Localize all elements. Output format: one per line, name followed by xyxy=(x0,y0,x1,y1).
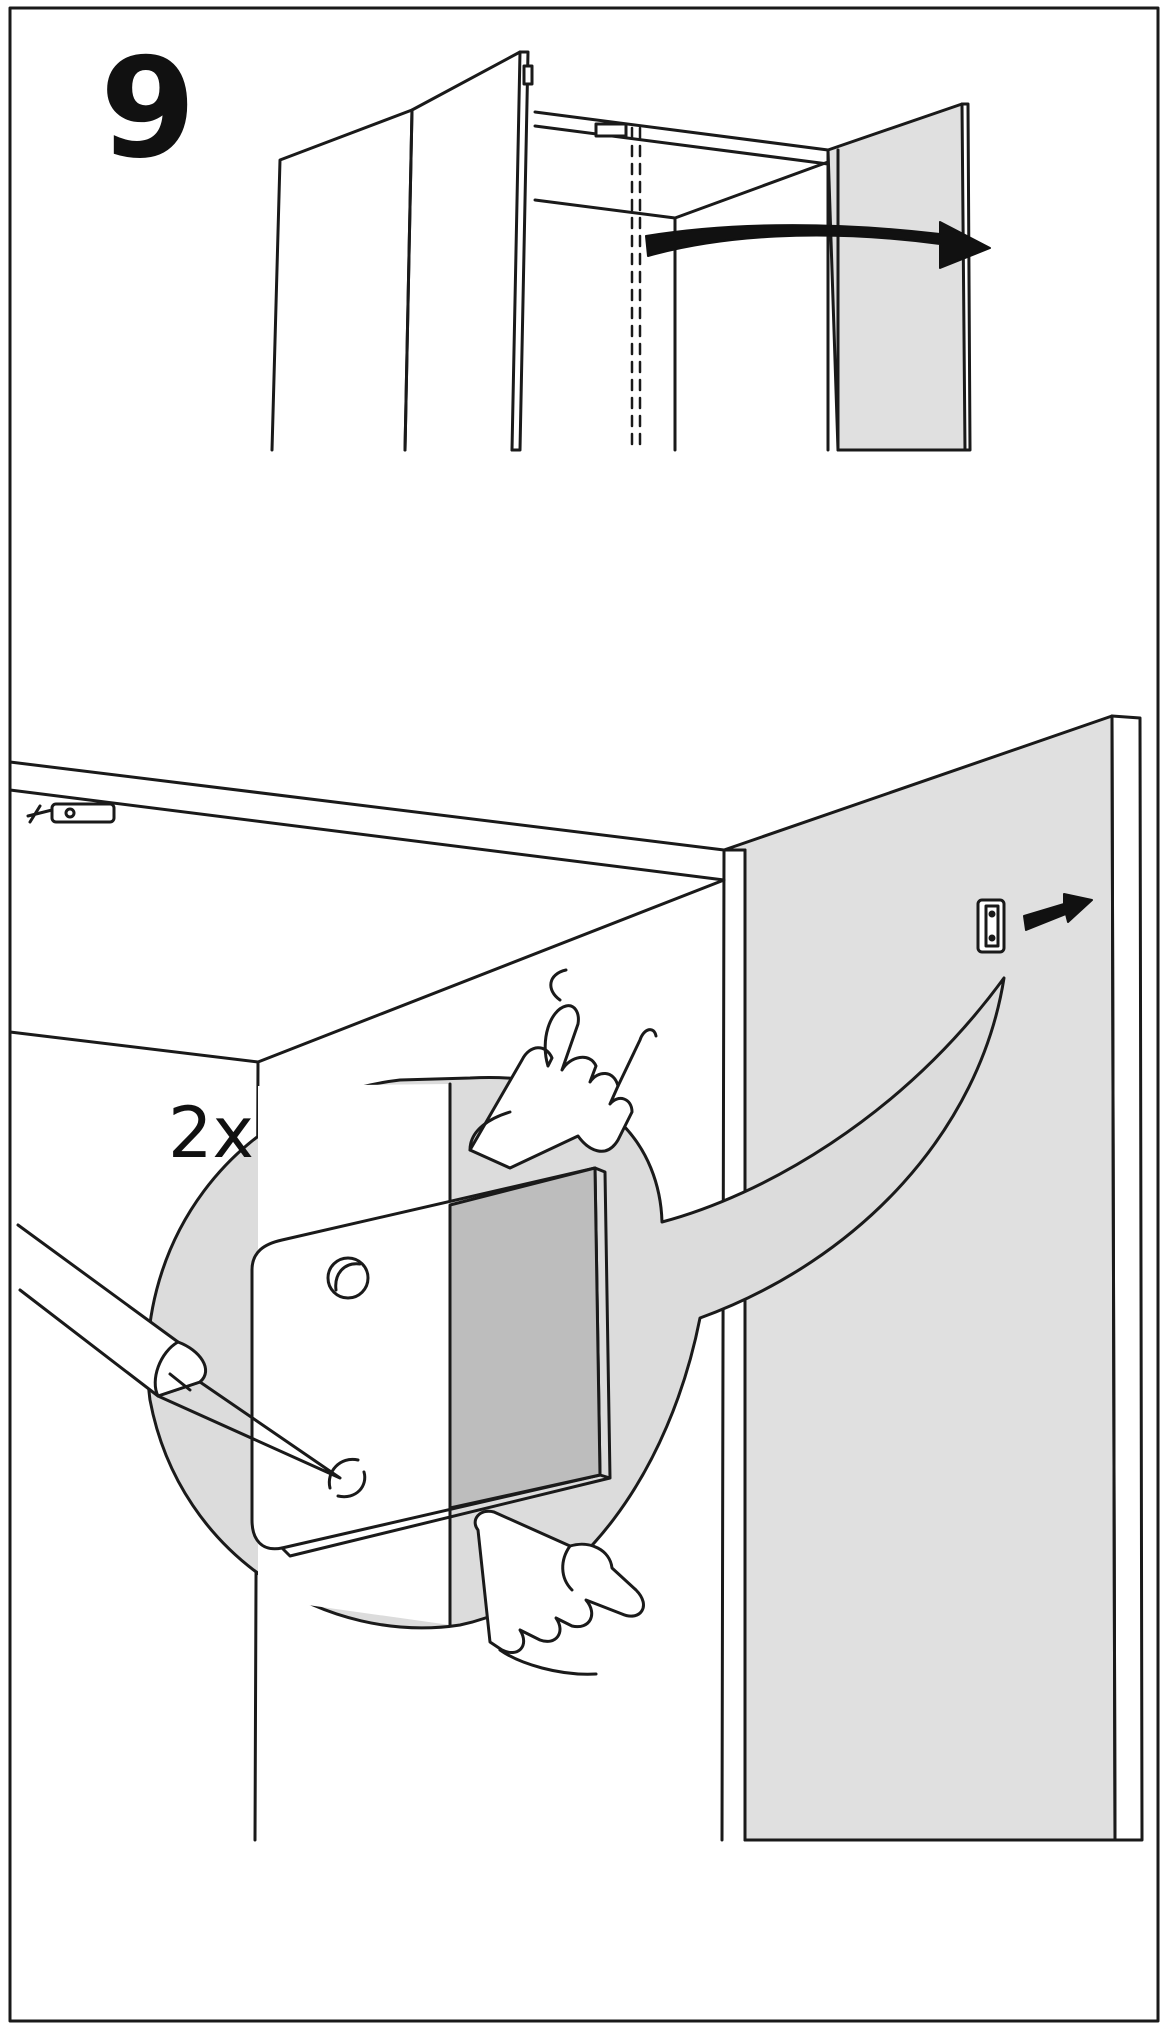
side-panel-inner-line xyxy=(1110,714,1117,1842)
screw-hole-top xyxy=(326,1256,370,1300)
top-cabinet-view xyxy=(270,50,991,452)
right-side-panel xyxy=(826,102,967,452)
hidden-edge-dashed xyxy=(630,126,642,452)
right-side-panel-edge xyxy=(960,102,972,452)
cam-connector-icon xyxy=(26,802,116,824)
arrow-right-icon xyxy=(1023,893,1093,931)
cabinet-top-panel xyxy=(8,760,726,882)
top-connector xyxy=(594,122,628,138)
right-side-panel-inner xyxy=(826,148,840,452)
door-hinge-knob xyxy=(522,64,534,86)
hinge-plate-icon xyxy=(976,898,1006,954)
pointing-hand-icon xyxy=(468,968,658,1170)
pencil-icon xyxy=(16,1223,342,1480)
mounting-plate-shade xyxy=(448,1166,602,1510)
cabinet-top-rail xyxy=(533,110,830,166)
side-panel-front-edge xyxy=(720,848,747,1842)
pointing-hand-icon-bottom xyxy=(473,1509,645,1676)
side-panel-thickness xyxy=(1110,714,1144,1842)
mounting-plate-thickness xyxy=(280,1166,612,1558)
screw-hole-bottom xyxy=(327,1457,367,1499)
quantity-label: 2x xyxy=(168,1092,254,1174)
curved-arrow-right-icon xyxy=(645,221,991,269)
step-number: 9 xyxy=(100,28,197,189)
bottom-cabinet-view xyxy=(8,714,1144,1842)
left-door-front xyxy=(403,50,522,452)
left-door-edge xyxy=(510,50,530,452)
